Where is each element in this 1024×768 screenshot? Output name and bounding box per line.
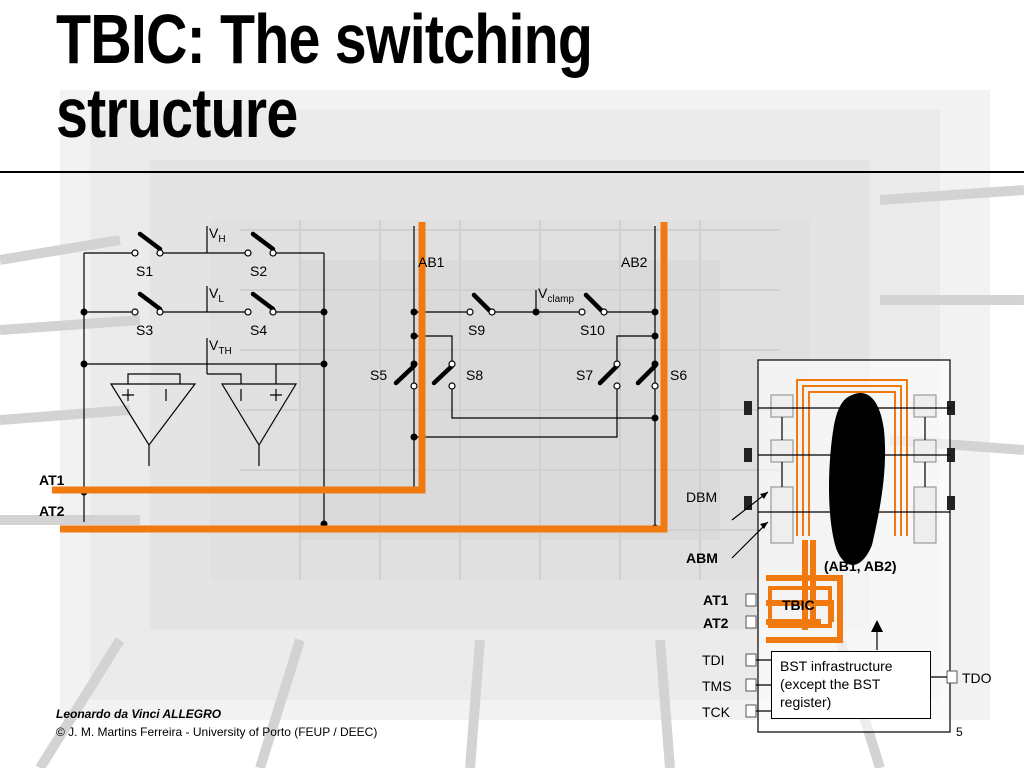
core-logic-blob: [829, 393, 886, 565]
label-ab2: AB2: [621, 254, 648, 270]
label-abm: ABM: [686, 550, 718, 566]
label-vl: VL: [209, 285, 224, 305]
label-s8: S8: [466, 367, 483, 383]
switch-s10: [583, 292, 604, 313]
label-tdo: TDO: [962, 670, 992, 686]
label-s5: S5: [370, 367, 387, 383]
slide-title: TBIC: The switching structure: [56, 0, 593, 152]
label-vth: VTH: [209, 337, 232, 357]
switch-s1: [137, 231, 163, 252]
left-switch-network: [80, 226, 328, 528]
label-s2: S2: [250, 263, 267, 279]
label-s4: S4: [250, 322, 267, 338]
slide-title-line-1: TBIC: The switching: [56, 0, 593, 78]
label-at2: AT2: [39, 503, 65, 519]
label-tdi: TDI: [702, 652, 725, 668]
label-ab-pair: (AB1, AB2): [824, 558, 897, 574]
label-s1: S1: [136, 263, 153, 279]
label-chip-at1: AT1: [703, 592, 729, 608]
title-rule: [0, 171, 1024, 173]
switch-s7: [597, 363, 620, 386]
switch-s8: [431, 363, 455, 386]
switch-s3: [137, 291, 163, 312]
tbic-label: TBIC: [782, 597, 815, 613]
page-number: 5: [956, 725, 963, 739]
label-s3: S3: [136, 322, 153, 338]
analog-bus-lines: [52, 222, 668, 533]
switch-s6: [635, 363, 658, 386]
slide-title-line-2: structure: [56, 74, 298, 152]
label-chip-at2: AT2: [703, 615, 729, 631]
label-tck: TCK: [702, 704, 731, 720]
switch-s9: [471, 292, 492, 313]
switch-s2: [250, 231, 276, 252]
label-ab1: AB1: [418, 254, 445, 270]
switch-s5: [393, 363, 417, 386]
bus-at1-ab1: [52, 222, 426, 494]
label-tms: TMS: [702, 678, 732, 694]
label-s10: S10: [580, 322, 605, 338]
bst-infrastructure-box: BST infrastructure (except the BST regis…: [771, 651, 931, 719]
bus-at2-ab2: [60, 222, 668, 533]
footer-copyright: © J. M. Martins Ferreira - University of…: [56, 725, 378, 739]
switch-s4: [250, 291, 276, 312]
label-vh: VH: [209, 225, 226, 245]
label-s7: S7: [576, 367, 593, 383]
label-vclamp: Vclamp: [538, 285, 574, 305]
label-s9: S9: [468, 322, 485, 338]
label-dbm: DBM: [686, 489, 717, 505]
label-at1: AT1: [39, 472, 65, 488]
right-switch-network: [393, 226, 659, 532]
footer-author: Leonardo da Vinci ALLEGRO: [56, 707, 222, 721]
label-s6: S6: [670, 367, 687, 383]
